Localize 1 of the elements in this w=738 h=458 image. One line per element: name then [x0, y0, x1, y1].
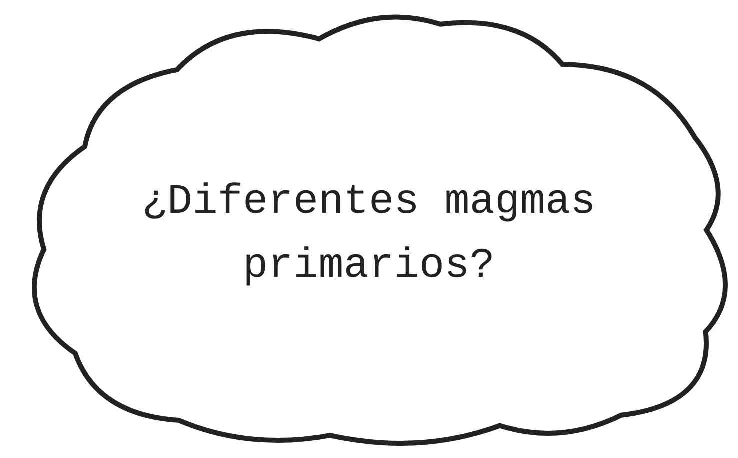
cloud-text: ¿Diferentes magmas primarios?	[141, 177, 597, 292]
